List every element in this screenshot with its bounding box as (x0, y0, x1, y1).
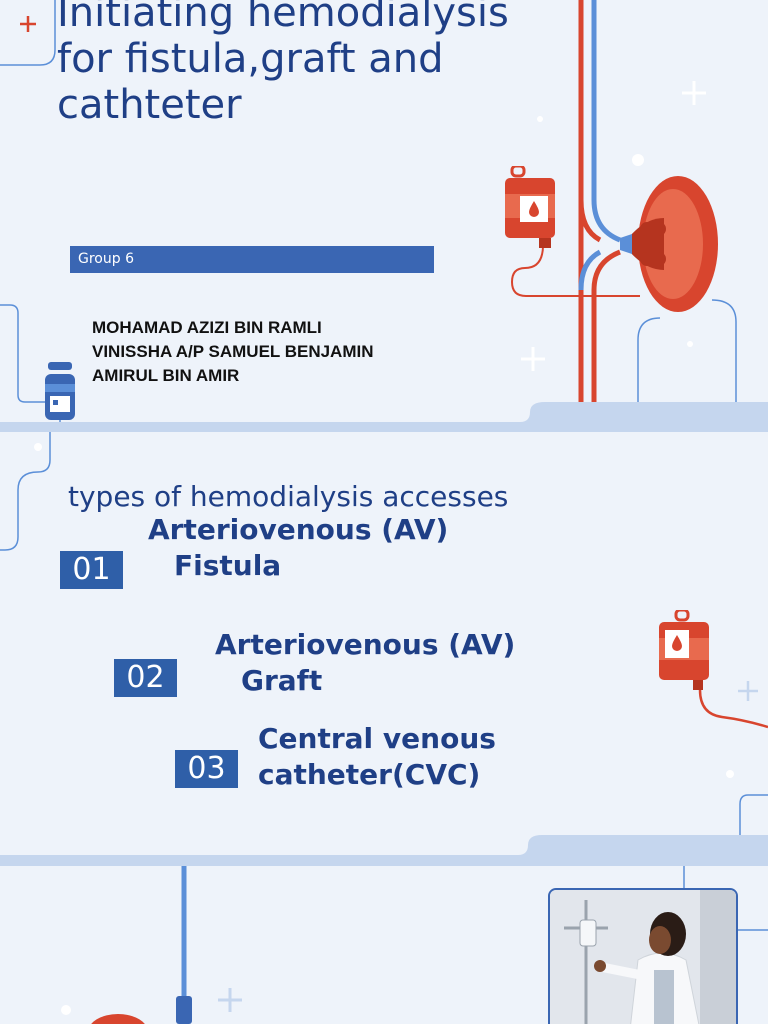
slide-divider (0, 857, 768, 866)
page-title: Initiating hemodialysis for fistula,graf… (57, 0, 577, 128)
access-type-line: Graft (241, 664, 323, 697)
access-type-title: Arteriovenous (AV) Graft (215, 627, 515, 699)
access-type-line: Arteriovenous (AV) (148, 513, 449, 546)
doctor-with-iv-stand-illustration (550, 890, 736, 1024)
section-subtitle: types of hemodialysis accesses (68, 480, 509, 513)
medicine-bottle-icon (45, 362, 75, 420)
blood-bag-icon (659, 610, 709, 690)
access-type-line: catheter(CVC) (258, 758, 481, 791)
access-type-line: Central venous (258, 722, 496, 755)
access-type-title: Arteriovenous (AV) Fistula (148, 512, 448, 584)
group-label-bar: Group 6 (70, 246, 434, 273)
member-name: MOHAMAD AZIZI BIN RAMLI (92, 318, 322, 337)
kidney-icon (620, 176, 718, 312)
item-number-badge: 01 (60, 551, 123, 589)
clinician-photo (548, 888, 738, 1024)
decorative-lines (61, 866, 768, 1024)
member-name: AMIRUL BIN AMIR (92, 366, 240, 385)
access-type-line: Arteriovenous (AV) (215, 628, 516, 661)
item-number-badge: 03 (175, 750, 238, 788)
slide-access-types: types of hemodialysis accesses 01 Arteri… (0, 432, 768, 865)
item-number-badge: 02 (114, 659, 177, 697)
member-name: VINISSHA A/P SAMUEL BENJAMIN (92, 342, 374, 361)
slide-next-partial (0, 866, 768, 1024)
slide-title: Initiating hemodialysis for fistula,graf… (0, 0, 768, 432)
title-line-3: cathteter (57, 82, 242, 128)
access-type-line: Fistula (174, 549, 282, 582)
title-line-1: Initiating hemodialysis (57, 0, 509, 36)
blood-bag-icon (505, 166, 555, 248)
access-type-title: Central venous catheter(CVC) (258, 721, 496, 793)
title-line-2: for fistula,graft and (57, 36, 444, 82)
decorative-lines (0, 0, 768, 432)
